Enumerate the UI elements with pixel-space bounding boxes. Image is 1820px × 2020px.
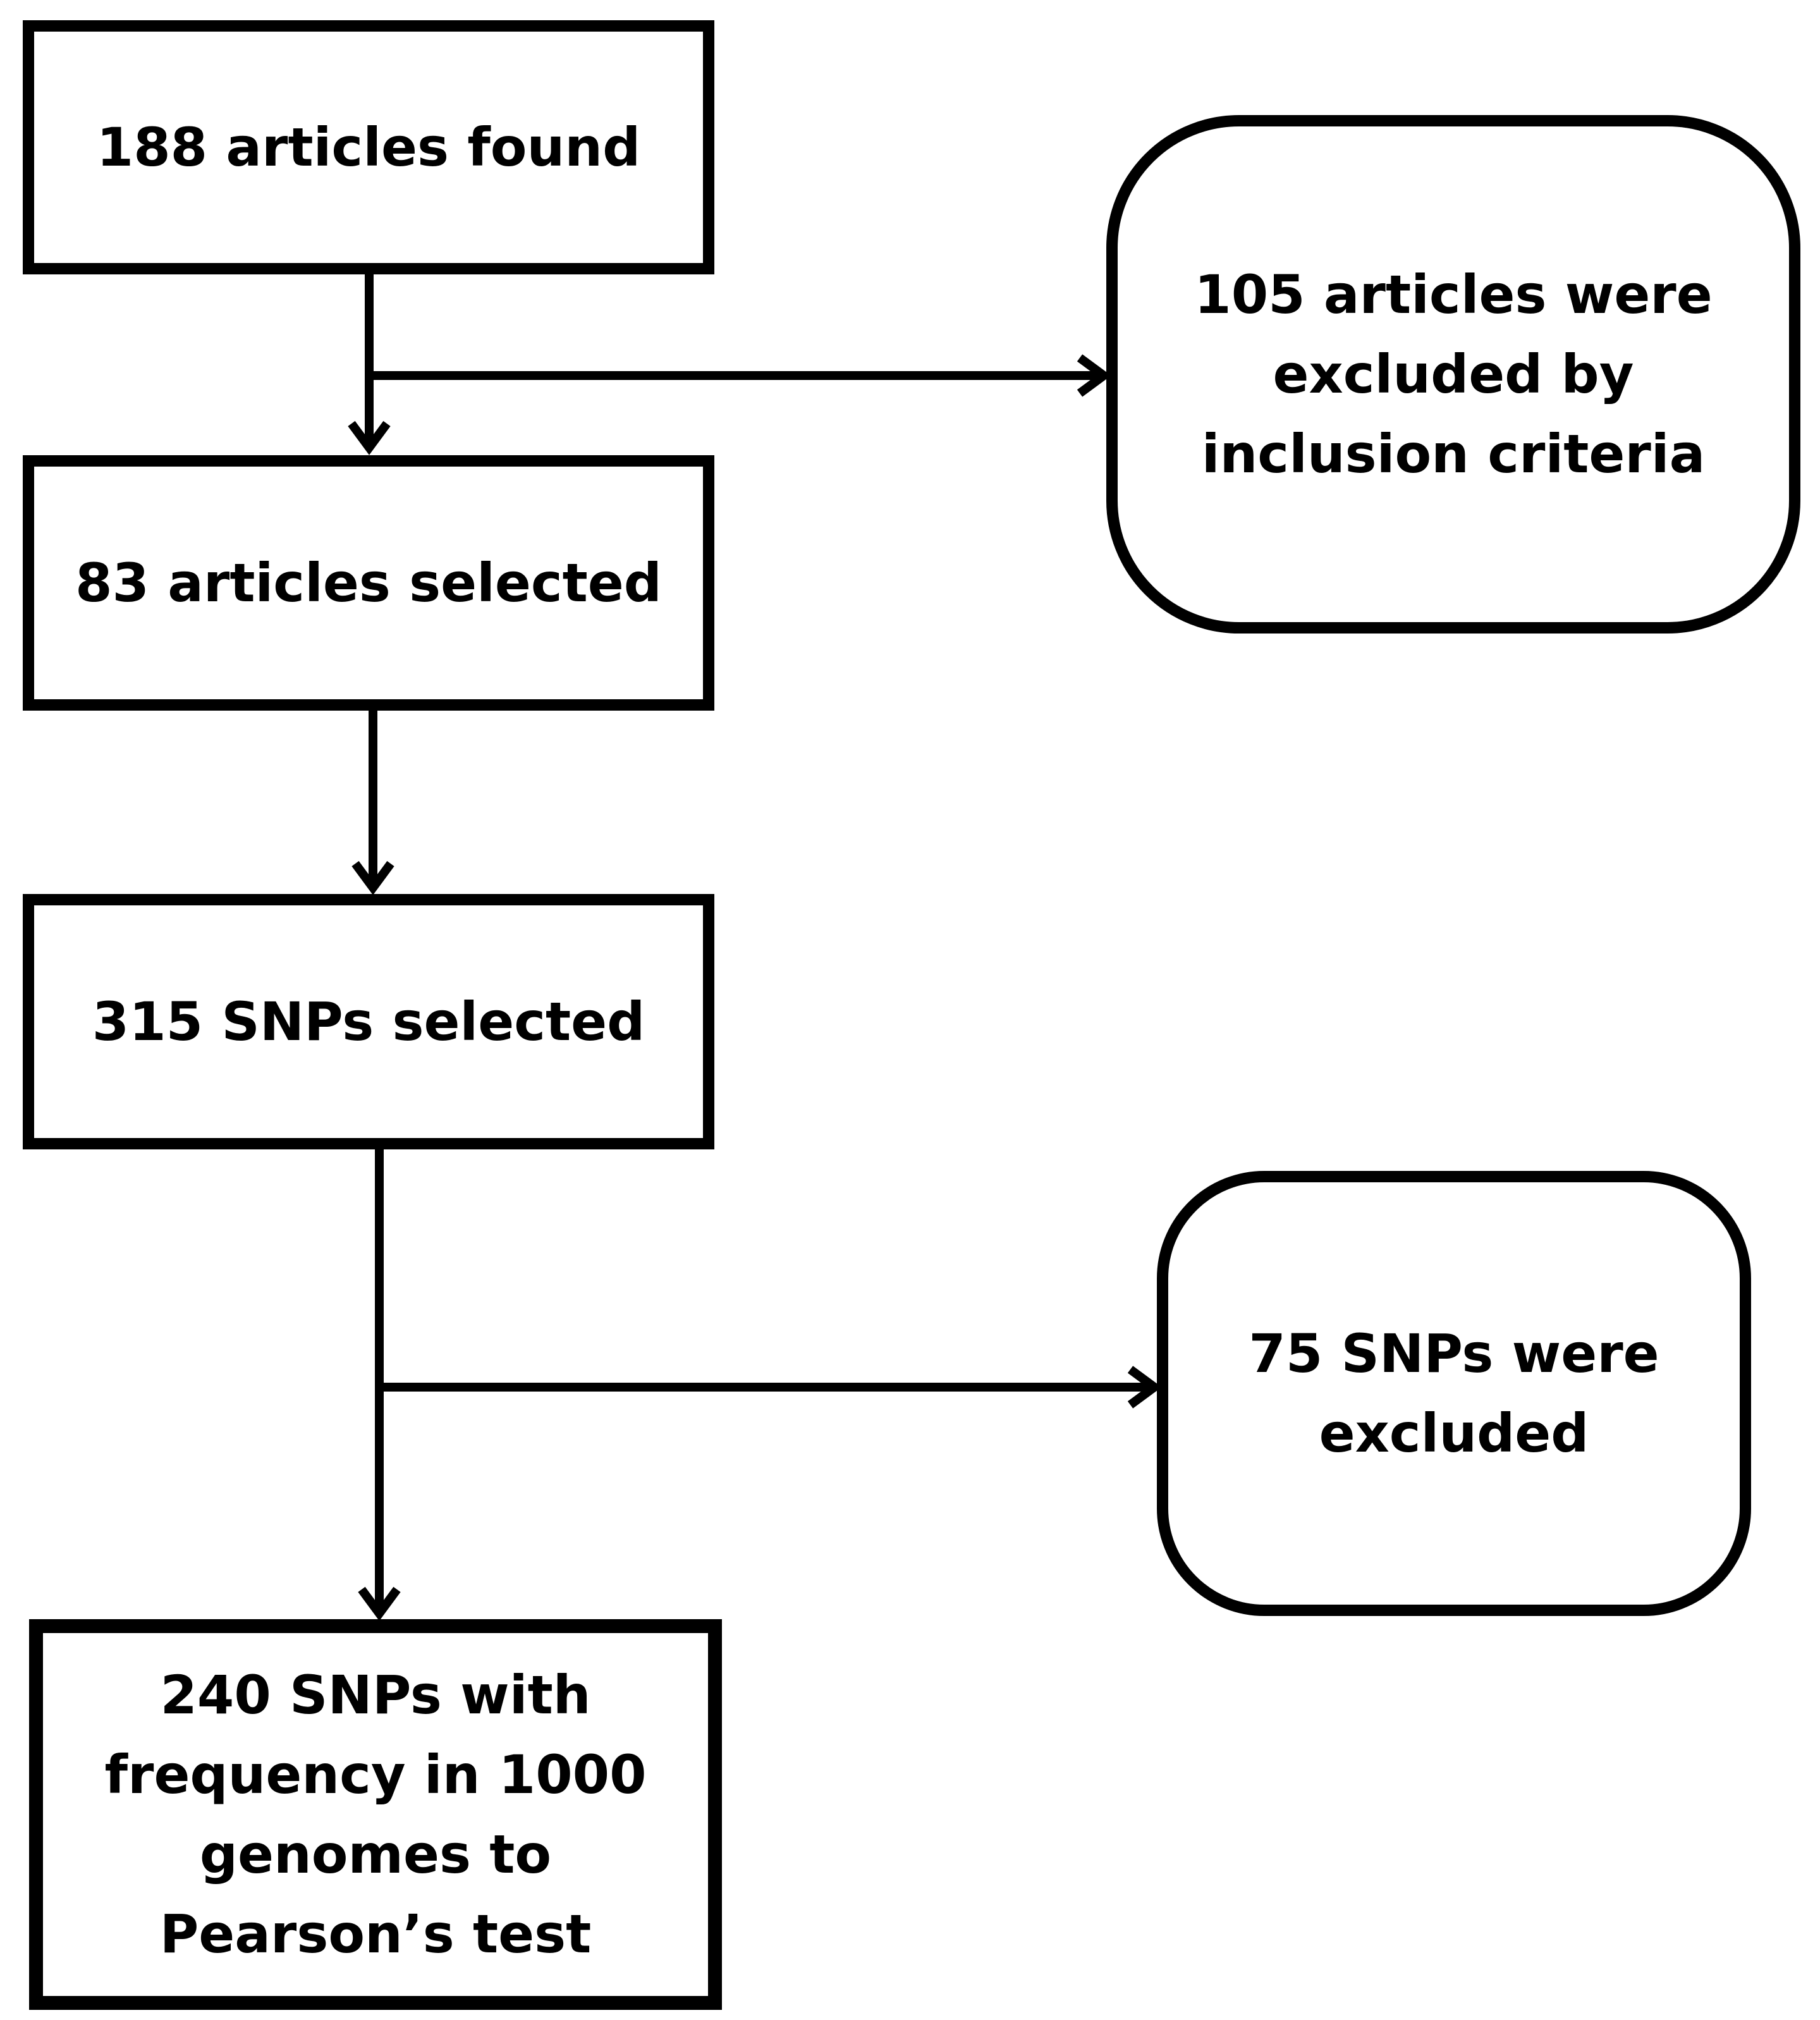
node-snps-excluded: 75 SNPs were excluded	[1157, 1171, 1751, 1616]
arrowhead-selected-articles	[348, 420, 391, 455]
node-label: 240 SNPs with	[160, 1664, 591, 1726]
arrowhead-final	[358, 1586, 401, 1621]
arrowhead-excluded-articles	[1077, 354, 1111, 397]
node-articles-excluded: 105 articles were excluded by inclusion …	[1106, 115, 1800, 634]
node-final-snps: 240 SNPs with frequency in 1000 genomes …	[29, 1619, 722, 2010]
node-label: 75 SNPs were	[1249, 1323, 1659, 1385]
node-label: excluded by	[1273, 343, 1634, 405]
node-snps-selected: 315 SNPs selected	[23, 894, 714, 1149]
node-articles-selected: 83 articles selected	[23, 455, 714, 711]
node-label: 188 articles found	[96, 116, 641, 178]
node-label: inclusion criteria	[1201, 423, 1706, 485]
node-label: 105 articles were	[1194, 264, 1713, 326]
node-label: 315 SNPs selected	[92, 991, 645, 1053]
node-label: excluded	[1319, 1402, 1589, 1464]
node-label: 83 articles selected	[75, 552, 662, 614]
arrowhead-excluded-snps	[1127, 1366, 1162, 1409]
node-articles-found: 188 articles found	[23, 20, 714, 274]
node-label: genomes to	[199, 1823, 552, 1885]
arrowhead-selected-snps	[351, 860, 394, 895]
node-label: frequency in 1000	[104, 1744, 647, 1806]
node-label: Pearson’s test	[159, 1903, 592, 1965]
